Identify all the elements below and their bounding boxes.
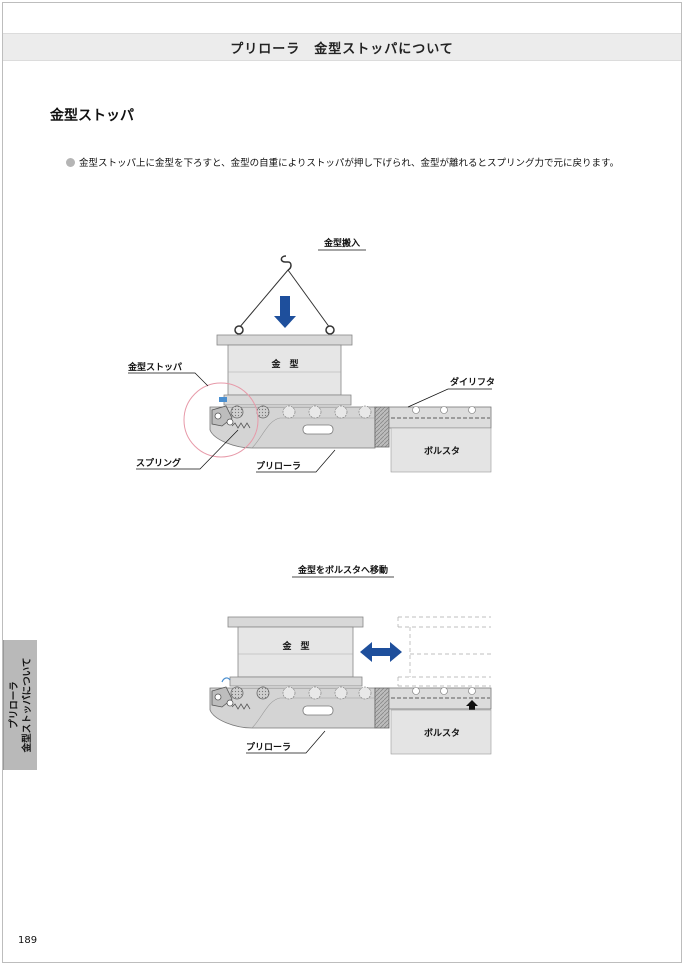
die-block: 金 型 bbox=[227, 616, 364, 687]
bolster-label: ボルスタ bbox=[424, 445, 460, 457]
side-tab-line1: プリローラ bbox=[8, 681, 20, 729]
page-header-title: プリローラ 金型ストッパについて bbox=[230, 41, 454, 57]
diagram-2-caption: 金型をボルスタへ移動 bbox=[297, 564, 388, 576]
description-text: 金型ストッパ上に金型を下ろすと、金型の自重によりストッパが押し下げられ、金型が離… bbox=[79, 158, 620, 169]
diagram-1-caption: 金型搬入 bbox=[323, 237, 360, 249]
preroller-body bbox=[209, 686, 390, 729]
diagram-2: 金型をボルスタへ移動 金 型 bbox=[209, 564, 492, 755]
die-label: 金 型 bbox=[281, 640, 309, 652]
page-header: プリローラ 金型ストッパについて bbox=[3, 33, 681, 61]
stopper-highlight-circle bbox=[183, 382, 259, 458]
diagram-1: 金型搬入 金 型 bbox=[127, 237, 495, 473]
spring-label: スプリング bbox=[136, 457, 181, 469]
die-block: 金 型 bbox=[216, 334, 353, 406]
bolster: ボルスタ bbox=[390, 427, 492, 473]
side-tab-text: プリローラ 金型ストッパについて bbox=[8, 658, 34, 753]
bolster: ボルスタ bbox=[390, 709, 492, 755]
bullet-icon bbox=[66, 157, 75, 167]
preroller-body bbox=[209, 405, 390, 449]
die-lifter-label: ダイリフタ bbox=[450, 376, 495, 388]
section-title: 金型ストッパ bbox=[50, 108, 134, 124]
side-tab-line2: 金型ストッパについて bbox=[21, 657, 33, 753]
double-arrow-icon bbox=[360, 642, 402, 662]
up-arrow-icon bbox=[466, 700, 478, 710]
crane-hook-icon bbox=[234, 255, 335, 335]
stopper-label: 金型ストッパ bbox=[127, 361, 182, 373]
die-stopper bbox=[211, 677, 251, 710]
preroller-label: プリローラ bbox=[246, 741, 291, 753]
ghost-die bbox=[397, 616, 491, 687]
side-tab[interactable]: プリローラ 金型ストッパについて bbox=[3, 640, 37, 770]
down-arrow-icon bbox=[274, 296, 296, 328]
preroller-label: プリローラ bbox=[256, 460, 301, 472]
bolster-label: ボルスタ bbox=[424, 727, 460, 739]
page-number: 189 bbox=[18, 935, 38, 946]
die-stopper bbox=[211, 397, 251, 429]
die-label: 金 型 bbox=[270, 358, 298, 370]
description: 金型ストッパ上に金型を下ろすと、金型の自重によりストッパが押し下げられ、金型が離… bbox=[66, 155, 619, 169]
die-lifter bbox=[388, 406, 492, 429]
die-lifter bbox=[388, 687, 492, 710]
